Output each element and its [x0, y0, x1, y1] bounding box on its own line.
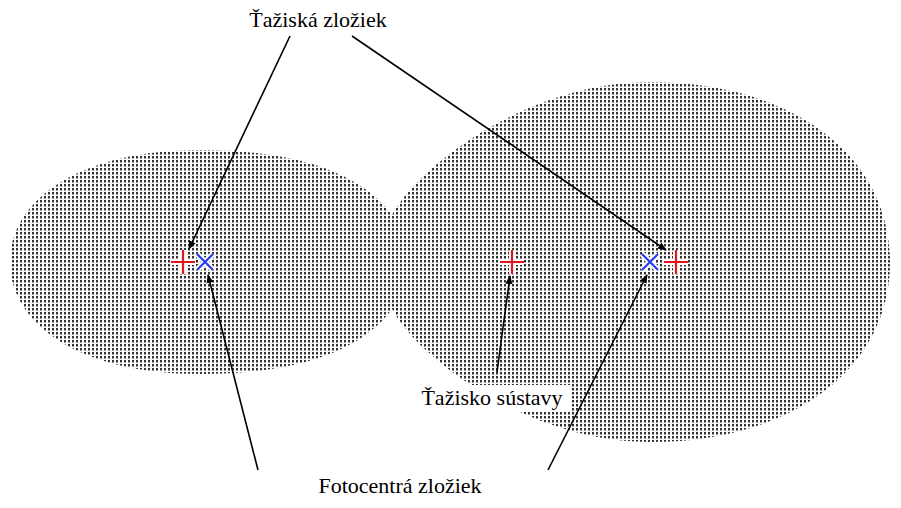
callout-label: Ťažiská zložiek	[246, 7, 389, 33]
callout-label: Fotocentrá zložiek	[315, 473, 484, 499]
center-of-mass-marks	[171, 250, 688, 274]
contact-binary-shape	[10, 82, 890, 442]
leader-arrows	[189, 36, 666, 470]
photocenter-marks	[197, 254, 658, 270]
callout-label: Ťažisko sústavy	[414, 385, 570, 411]
